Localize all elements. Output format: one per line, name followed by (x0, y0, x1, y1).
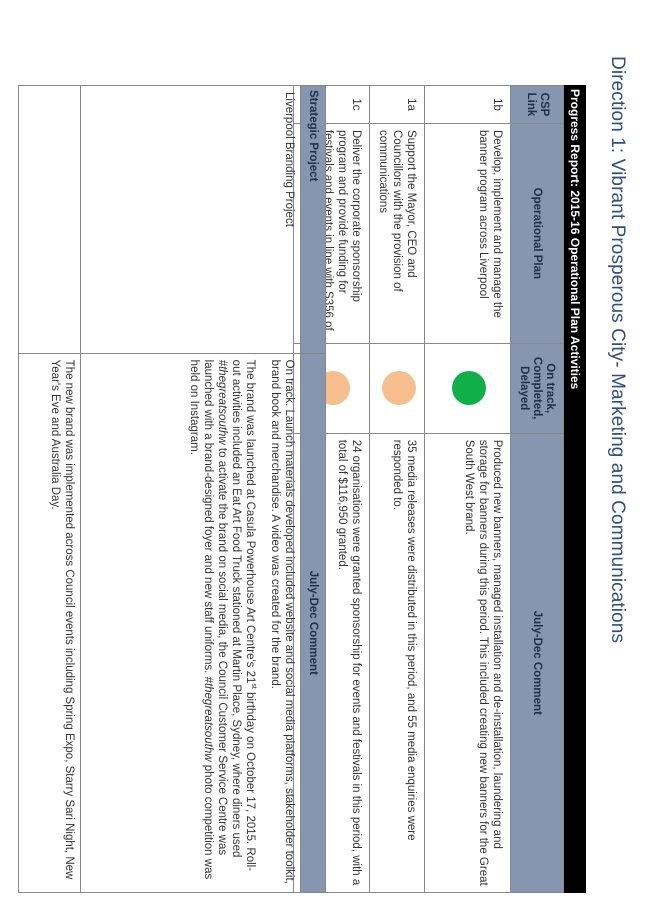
comment-text: The brand was launched at Casula Powerho… (244, 359, 257, 684)
table-header-row: CSP Link Operational Plan On track, Comp… (510, 85, 564, 893)
strategic-project-cell (18, 85, 81, 354)
strategic-project-cell: Liverpool Branding Project (80, 85, 301, 354)
operational-plan-table: CSP Link Operational Plan On track, Comp… (293, 85, 564, 893)
hashtag: #thegreatsouthw (202, 676, 215, 762)
table-row: The new brand was implemented across Cou… (18, 85, 81, 893)
header-strategic-project: Strategic Project (300, 85, 326, 354)
operational-plan-cell: Develop, implement and manage the banner… (424, 123, 511, 344)
status-green-indicator (452, 371, 487, 406)
status-cell (424, 343, 511, 434)
header-status: On track, Completed, Delayed (510, 343, 564, 434)
comment-paragraph: On track. Launch materials developed inc… (269, 359, 295, 884)
comment-paragraph: The brand was launched at Casula Powerho… (187, 360, 260, 886)
comment-cell: Produced new banners, managed installati… (424, 433, 511, 893)
header-csp-link: CSP Link (510, 85, 564, 124)
strategic-project-table: Strategic Project July-Dec Comment Liver… (18, 85, 326, 893)
table-row: 1b Develop, implement and manage the ban… (424, 85, 511, 893)
header-comment: July-Dec Comment (510, 433, 564, 893)
table-header-row: Strategic Project July-Dec Comment (300, 85, 326, 893)
status-cell (369, 343, 425, 434)
comment-cell: On track. Launch materials developed inc… (80, 353, 301, 893)
header-operational-plan: Operational Plan (510, 123, 564, 344)
status-peach-indicator (382, 371, 416, 406)
comment-paragraph: The new brand was implemented across Cou… (49, 359, 75, 880)
comment-cell: 35 media releases were distributed in th… (369, 433, 425, 893)
csp-link-cell: 1a (369, 85, 425, 124)
header-comment: July-Dec Comment (300, 353, 326, 893)
table-row: Liverpool Branding Project On track. Lau… (80, 85, 301, 893)
csp-link-cell: 1b (424, 85, 511, 124)
table-row: 1a Support the Mayor, CEO and Councillor… (369, 85, 425, 893)
report-heading: Progress Report: 2015-16 Operational Pla… (564, 85, 586, 893)
operational-plan-cell: Support the Mayor, CEO and Councillors w… (369, 123, 425, 344)
comment-cell: The new brand was implemented across Cou… (18, 353, 81, 893)
page-title: Direction 1: Vibrant Prosperous City- Ma… (607, 56, 628, 644)
hashtag: #thegreatsouthw (216, 359, 229, 445)
